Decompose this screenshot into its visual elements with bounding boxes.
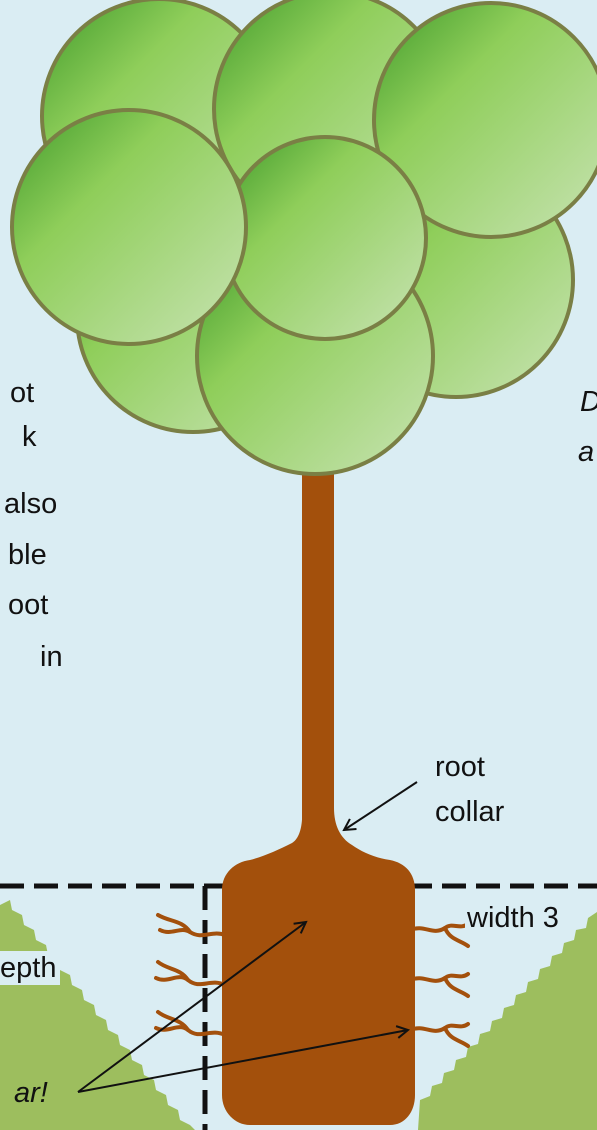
- right-text-fragment: D: [580, 385, 597, 419]
- trunk: [302, 440, 334, 830]
- left-text-fragment: ble: [8, 539, 47, 571]
- ground-right: [418, 912, 597, 1130]
- left-text-fragment: ot: [10, 377, 35, 409]
- leaf-cluster: [10, 108, 248, 346]
- left-text-fragment: k: [22, 421, 37, 453]
- root-collar-arrow: [344, 781, 418, 830]
- left-text-fragment: oot: [8, 589, 49, 621]
- roots: [154, 913, 470, 1048]
- warning-arrow-to-collar: [77, 922, 306, 1093]
- depth-label: epth: [0, 951, 61, 985]
- left-text-fragment: also: [4, 488, 58, 520]
- leaf-cluster: [372, 1, 597, 239]
- left-text-fragment: in: [40, 641, 63, 673]
- warning-arrow-to-roots: [77, 1030, 408, 1093]
- root-collar-label-line1: root: [435, 751, 485, 783]
- right-text-fragment: a: [578, 436, 595, 468]
- canopy: [10, 0, 597, 476]
- leaf-cluster: [222, 135, 428, 341]
- root-collar-label-line2: collar: [435, 796, 505, 828]
- warning-label: ar!: [14, 1077, 48, 1109]
- width-label: width 3: [465, 901, 561, 935]
